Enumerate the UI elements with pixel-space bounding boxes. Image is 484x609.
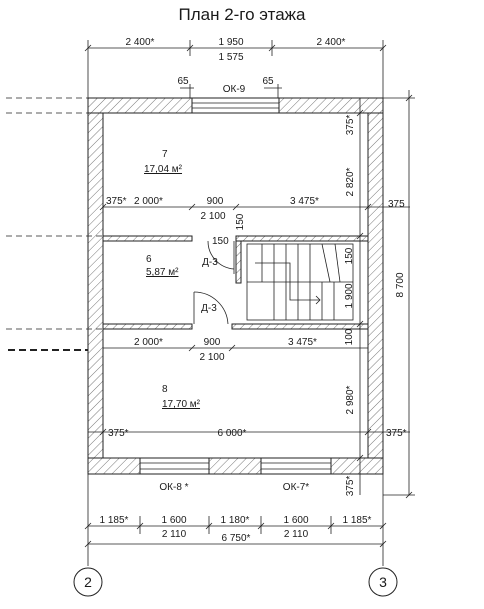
room-6-area: 5,87 м²	[146, 267, 179, 278]
window-label-bottom-right: ОК-7*	[283, 482, 309, 493]
dim-bottom-1: 1 185*	[100, 515, 129, 526]
dim-bottom-2: 1 600	[161, 515, 186, 526]
dim-row2-a: 2 000*	[134, 337, 163, 348]
dim-top-center-below: 1 575	[218, 52, 243, 63]
dim-gap-left: 65	[177, 76, 189, 87]
dim-bottom-6: 2 110	[162, 529, 187, 540]
door-upper	[207, 240, 235, 274]
dim-bottom-total: 6 750*	[222, 533, 251, 544]
dim-row2-below: 2 100	[199, 352, 224, 363]
dim-row2-c: 3 475*	[288, 337, 317, 348]
dim-bottom-7: 2 110	[284, 529, 309, 540]
bottom-dimension-chain	[84, 474, 387, 566]
dim-row3-total: 6 000*	[218, 428, 247, 439]
dim-row1-c: 3 475*	[290, 196, 319, 207]
dim-row3-right: 375*	[386, 428, 407, 439]
dim-right-top-wall: 375*	[345, 115, 356, 136]
top-dimension-chain	[84, 40, 387, 98]
outer-walls	[87, 97, 384, 475]
dim-right-bottom-wall: 375*	[345, 476, 356, 497]
door-lower-label: Д-3	[201, 303, 217, 314]
dim-row1-right-wall: 375	[388, 199, 405, 210]
dim-top-right: 2 400*	[317, 37, 346, 48]
room-8-number: 8	[162, 384, 168, 395]
door-lower	[193, 291, 229, 325]
dim-row1-a: 2 000*	[134, 196, 163, 207]
dim-bottom-4: 1 600	[283, 515, 308, 526]
window-label-bottom-left: ОК-8 *	[159, 482, 188, 493]
dim-bottom-3: 1 180*	[221, 515, 250, 526]
dim-right-room8: 2 980*	[345, 385, 356, 414]
dim-right-room6: 1 900	[344, 283, 355, 308]
axis-label-2: 2	[84, 574, 92, 590]
room-7-number: 7	[162, 149, 168, 160]
axis-marker-3: 3	[368, 567, 398, 597]
window-label-top: ОК-9	[223, 84, 246, 95]
axis-marker-2: 2	[73, 567, 103, 597]
door-upper-label: Д-3	[202, 257, 218, 268]
dim-150-stair: 150	[344, 247, 355, 264]
row2-dimension-chain	[103, 344, 368, 352]
dim-150-horizontal: 150	[212, 236, 229, 247]
dim-right-overall: 8 700	[395, 272, 406, 297]
dim-top-center: 1 950	[218, 37, 243, 48]
row3-dimension-chain	[88, 428, 410, 436]
right-dimension-chain	[356, 90, 415, 499]
dim-row3-left: 375*	[108, 428, 129, 439]
dim-gap-right: 65	[262, 76, 274, 87]
dim-row2-b: 900	[204, 337, 221, 348]
window-gap-dims	[180, 84, 282, 98]
interior-partitions	[102, 235, 369, 330]
dim-150-vertical: 150	[235, 213, 246, 230]
dim-right-room7: 2 820*	[345, 167, 356, 196]
room-6-number: 6	[146, 254, 152, 265]
dim-row1-wall: 375*	[106, 196, 127, 207]
plan-title: План 2-го этажа	[178, 5, 306, 24]
row1-dimension-chain	[99, 203, 410, 211]
staircase	[246, 243, 354, 321]
dim-top-left: 2 400*	[126, 37, 155, 48]
room-8-area: 17,70 м²	[162, 399, 201, 410]
alignment-dashes	[6, 97, 103, 330]
dim-row1-below: 2 100	[200, 211, 225, 222]
dim-bottom-5: 1 185*	[343, 515, 372, 526]
room-7-area: 17,04 м²	[144, 164, 183, 175]
dim-row1-b: 900	[207, 196, 224, 207]
axis-label-3: 3	[379, 574, 387, 590]
dim-right-wall100: 100	[344, 328, 355, 345]
